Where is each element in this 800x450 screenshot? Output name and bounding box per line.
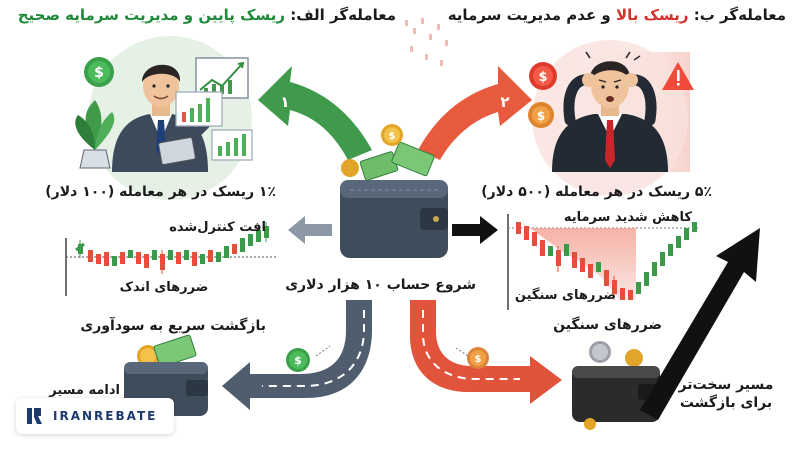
step-number-two: ۲ [500,93,509,111]
brand-logo-icon [27,408,42,424]
left-panel-title: معامله‌گر الف: ریسک پایین و مدیریت سرمای… [18,6,396,24]
black-recovery-arrow [640,228,760,420]
step-number-one: ۱ [280,93,289,111]
right-heavy-losses-label-1: ضررهای سنگین [514,288,616,303]
left-continue-label: ادامه مسیر [49,383,120,398]
right-hard-path [410,300,562,404]
confident-trader-illustration [75,57,253,172]
left-recovery-label: بازگشت سریع به سودآوری [80,318,266,334]
svg-text:$: $ [389,131,396,142]
left-path-green-coin [286,345,331,372]
right-empty-wallet [572,341,660,430]
right-coin-symbol-2: $ [537,109,545,123]
hard-path-line-2: برای بازگشت [679,395,773,411]
central-wallet-illustration [340,124,448,258]
brand-name: IRANREBATE [53,409,158,423]
right-title-highlight: ریسک بالا [615,6,689,24]
center-digit-pattern [405,18,448,66]
svg-text:$: $ [294,354,302,367]
red-arrow-to-trader-b [418,66,532,160]
left-small-losses-label: ضررهای اندک [119,280,209,295]
right-title-suffix: و عدم مدیریت سرمایه [447,6,616,24]
right-heavy-losses-label-2: ضررهای سنگین [553,317,662,333]
left-coin-symbol: $ [94,65,104,81]
left-candlestick-chart [65,222,278,296]
left-recovery-path [222,300,372,410]
center-start-label: شروع حساب ۱۰ هزار دلاری [285,277,476,293]
right-panel-title: معامله‌گر ب: ریسک بالا و عدم مدیریت سرما… [448,6,786,24]
svg-text:$: $ [475,354,482,365]
left-title-highlight: ریسک پایین و مدیریت سرمایه صحیح [17,6,285,24]
left-risk-label: ۱٪ ریسک در هر معامله (۱۰۰ دلار) [45,184,276,200]
left-drawdown-label: افت کنترل‌شده [169,220,266,235]
arrow-wallet-to-right [452,216,498,244]
right-title-prefix: معامله‌گر ب: [688,6,786,24]
right-coin-symbol-1: $ [538,70,547,85]
brand-badge[interactable]: IRANREBATE [16,398,174,434]
stressed-trader-illustration [528,51,694,172]
right-hard-path-label: مسیر سخت‌تر برای بازگشت [676,376,776,412]
right-candlestick-chart [507,214,700,310]
hard-path-line-1: مسیر سخت‌تر [678,377,774,393]
right-path-coin [455,347,489,369]
green-arrow-to-trader-a [258,66,372,160]
arrow-wallet-to-left [288,216,332,244]
right-drawdown-label: کاهش شدید سرمایه [563,210,692,225]
left-title-prefix: معامله‌گر الف: [284,6,396,24]
right-risk-label: ۵٪ ریسک در هر معامله (۵۰۰ دلار) [481,184,712,200]
